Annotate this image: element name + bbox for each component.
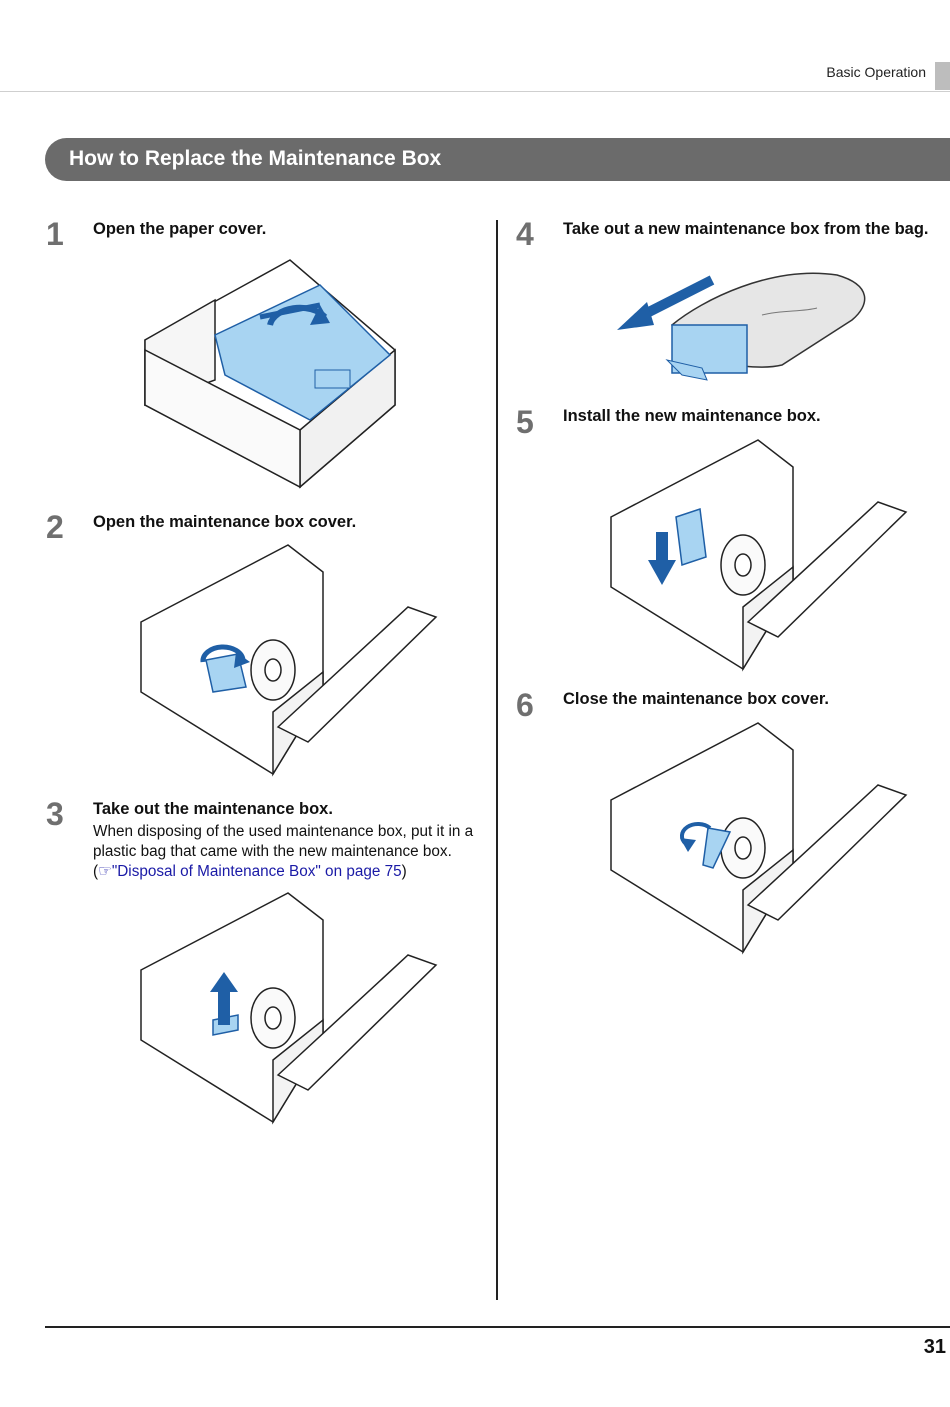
step-1-title: Open the paper cover. <box>93 220 267 238</box>
step-3-title: Take out the maintenance box. <box>93 800 333 818</box>
reference-icon: ☞ <box>98 863 112 880</box>
printer-open-cover-illustration <box>140 544 438 777</box>
printer-install-box-illustration <box>610 439 908 672</box>
step-3-body: When disposing of the used maintenance b… <box>93 822 488 882</box>
step-3-body-text: When disposing of the used maintenance b… <box>93 823 474 860</box>
header-tab-marker <box>935 62 950 90</box>
step-6-number: 6 <box>516 687 534 723</box>
section-banner: How to Replace the Maintenance Box <box>45 138 950 181</box>
header-rule <box>0 91 950 92</box>
link-open-paren: ( <box>93 863 99 880</box>
printer-remove-box-illustration <box>140 892 438 1125</box>
step-4-number: 4 <box>516 216 534 252</box>
step-1-number: 1 <box>46 216 64 252</box>
column-divider <box>496 220 498 1300</box>
step-4-title: Take out a new maintenance box from the … <box>563 220 929 238</box>
step-5-number: 5 <box>516 404 534 440</box>
disposal-reference-link[interactable]: "Disposal of Maintenance Box" on page 75 <box>111 863 402 880</box>
running-header: Basic Operation <box>826 64 926 80</box>
footer-rule <box>45 1326 950 1328</box>
step-3-number: 3 <box>46 796 64 832</box>
section-title: How to Replace the Maintenance Box <box>69 147 442 170</box>
step-6-title: Close the maintenance box cover. <box>563 690 829 708</box>
printer-paper-cover-illustration <box>144 259 396 489</box>
step-5-title: Install the new maintenance box. <box>563 407 821 425</box>
step-2-number: 2 <box>46 509 64 545</box>
link-close-paren: ) <box>401 863 407 880</box>
step-2-title: Open the maintenance box cover. <box>93 513 357 531</box>
box-in-bag-illustration <box>617 272 866 381</box>
page-number: 31 <box>923 1336 946 1358</box>
printer-close-cover-illustration <box>610 722 908 955</box>
